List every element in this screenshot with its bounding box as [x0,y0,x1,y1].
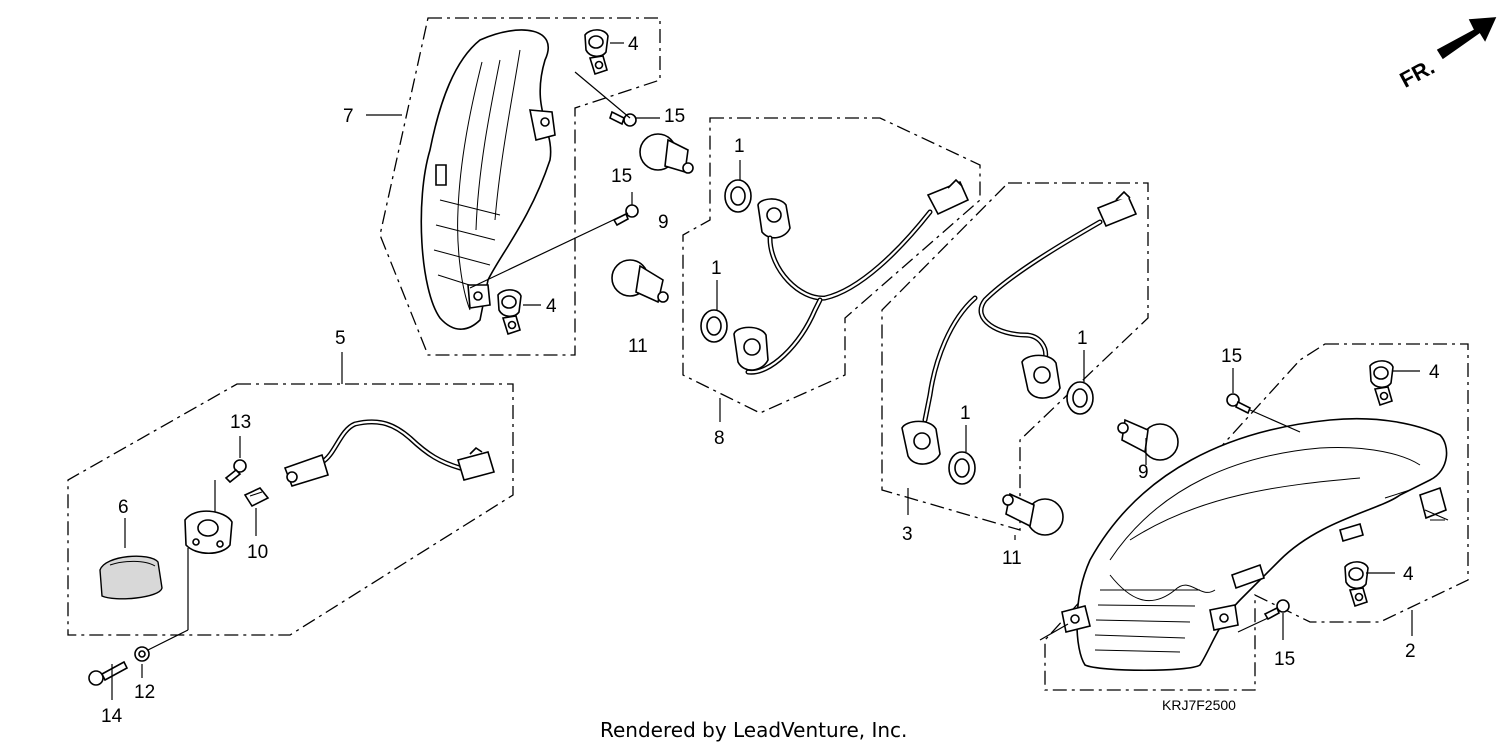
callout-3: 3 [902,524,913,545]
harness-3 [922,190,1138,423]
grommet-4-top [584,29,609,76]
callout-1-right-a: 1 [1077,328,1088,349]
socket-upper-b [733,326,769,371]
front-right-turn-signal-lens [420,29,556,330]
callout-10: 10 [247,542,268,563]
callout-1-upper-b: 1 [711,258,722,279]
callout-2: 2 [1405,641,1416,662]
marker-lens-6 [99,555,163,600]
callout-15-right-bottom: 15 [1274,649,1295,670]
gasket-1-upper-b [700,309,728,343]
callout-7: 7 [343,106,354,127]
callout-15-mid: 15 [611,166,632,187]
screw-15-right-top [1226,393,1252,415]
socket-5-harness [283,419,496,487]
callout-12: 12 [134,682,155,703]
callout-9-upper: 9 [658,212,669,233]
screw-13 [224,459,247,484]
footer-credit: Rendered by LeadVenture, Inc. [600,718,907,742]
gasket-1-right-a [1066,381,1094,415]
boundary-7 [379,17,661,356]
screw-14 [88,660,129,686]
screw-15-mid [612,204,639,227]
callout-9-right: 9 [1138,462,1149,483]
callout-8: 8 [714,428,725,449]
callout-4-right-top: 4 [1429,362,1440,383]
harness-8 [745,178,970,375]
boundary-3 [881,182,1149,531]
leader-lines [111,42,1449,700]
diagram-code: KRJ7F2500 [1162,697,1236,713]
callout-11-upper: 11 [628,336,648,357]
gasket-1-right-b [948,451,976,485]
callout-4-mid: 4 [546,296,557,317]
callout-13: 13 [230,412,251,433]
callout-4-right-bottom: 4 [1403,564,1414,585]
bulb-9-right [1117,418,1179,461]
callout-14: 14 [101,706,123,727]
screw-15-top [609,110,637,127]
screw-15-right-bottom [1263,599,1290,621]
callout-11-right: 11 [1002,548,1022,569]
callout-1-upper-a: 1 [734,136,745,157]
callout-15-top: 15 [664,106,685,127]
bulb-9-upper [639,133,694,174]
callout-1-right-b: 1 [960,403,971,424]
callout-4-top: 4 [628,34,639,55]
turn-signal-lens-2 [1061,417,1448,672]
boundary-5 [67,383,514,636]
callout-15-right-top: 15 [1221,346,1242,367]
front-direction-label: FR. [1396,54,1439,93]
nut-12 [134,646,150,662]
socket-upper-a [757,198,791,239]
bulb-10 [243,487,270,508]
socket-right-b [901,420,941,465]
boundary-8 [682,117,981,414]
callout-6: 6 [118,497,129,518]
callout-5: 5 [335,328,346,349]
bulb-11-right [1002,492,1064,536]
gasket-1-upper-a [724,179,752,213]
marker-housing [184,510,233,555]
front-direction-arrow-icon [1436,17,1497,60]
bulb-11-upper [611,259,669,304]
grommet-4-right-bottom [1344,561,1369,608]
socket-right-a [1021,354,1061,399]
grommet-4-right-top [1369,360,1394,407]
grommet-4-mid [497,289,522,336]
